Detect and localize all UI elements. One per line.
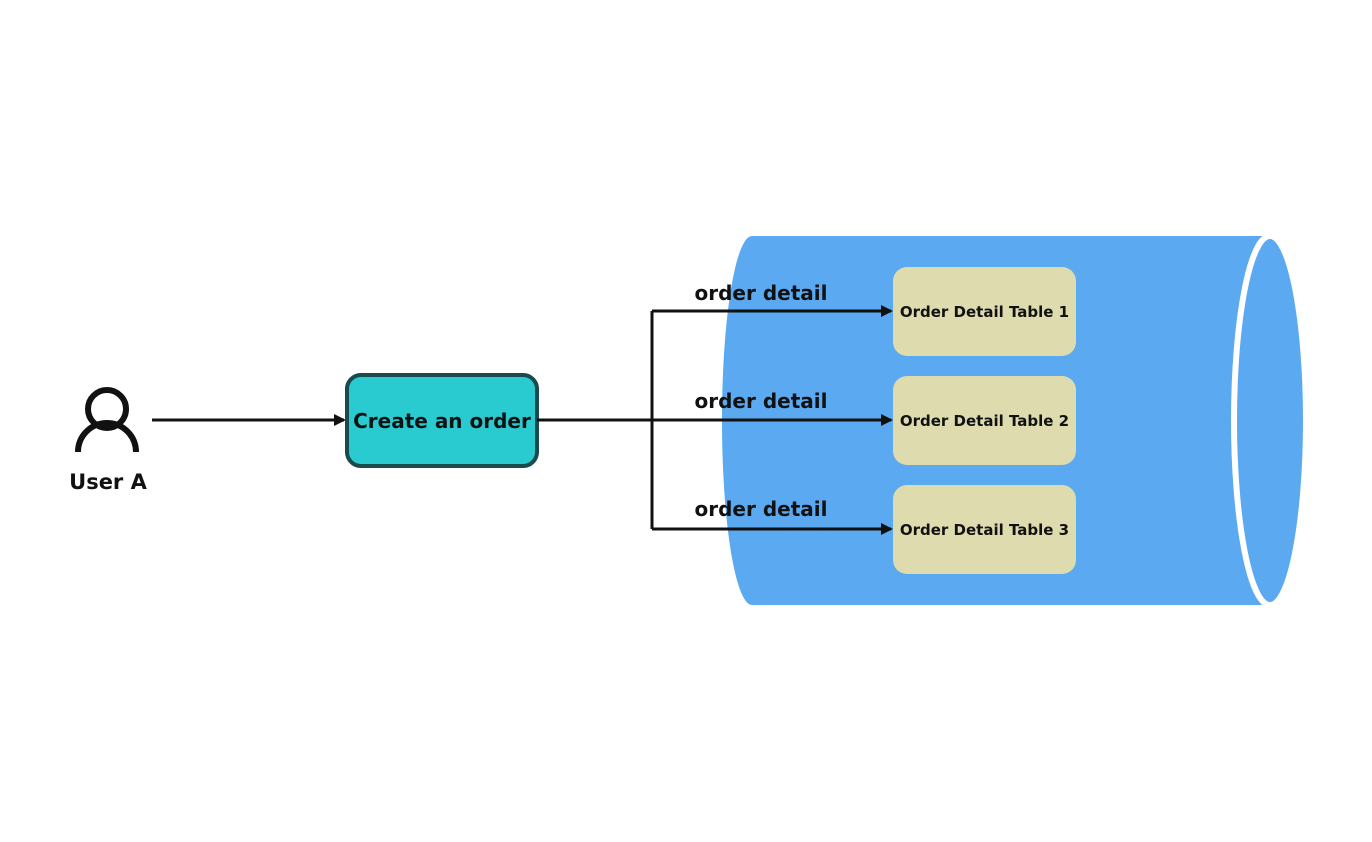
table-2-label: Order Detail Table 2 — [900, 412, 1069, 430]
table-1-label: Order Detail Table 1 — [900, 303, 1069, 321]
create-order-label: Create an order — [353, 409, 531, 433]
fanout-connectors — [537, 311, 654, 529]
order-detail-table-2[interactable] — [893, 376, 1076, 465]
order-detail-table-3[interactable] — [893, 485, 1076, 574]
edge-label-2: order detail — [695, 389, 828, 413]
order-detail-table-1[interactable] — [893, 267, 1076, 356]
person-icon — [75, 387, 139, 453]
cylinder-end-cap — [1231, 233, 1309, 608]
edge-label-3: order detail — [695, 497, 828, 521]
user-label: User A — [69, 470, 147, 494]
table-3-label: Order Detail Table 3 — [900, 521, 1069, 539]
edge-label-1: order detail — [695, 281, 828, 305]
